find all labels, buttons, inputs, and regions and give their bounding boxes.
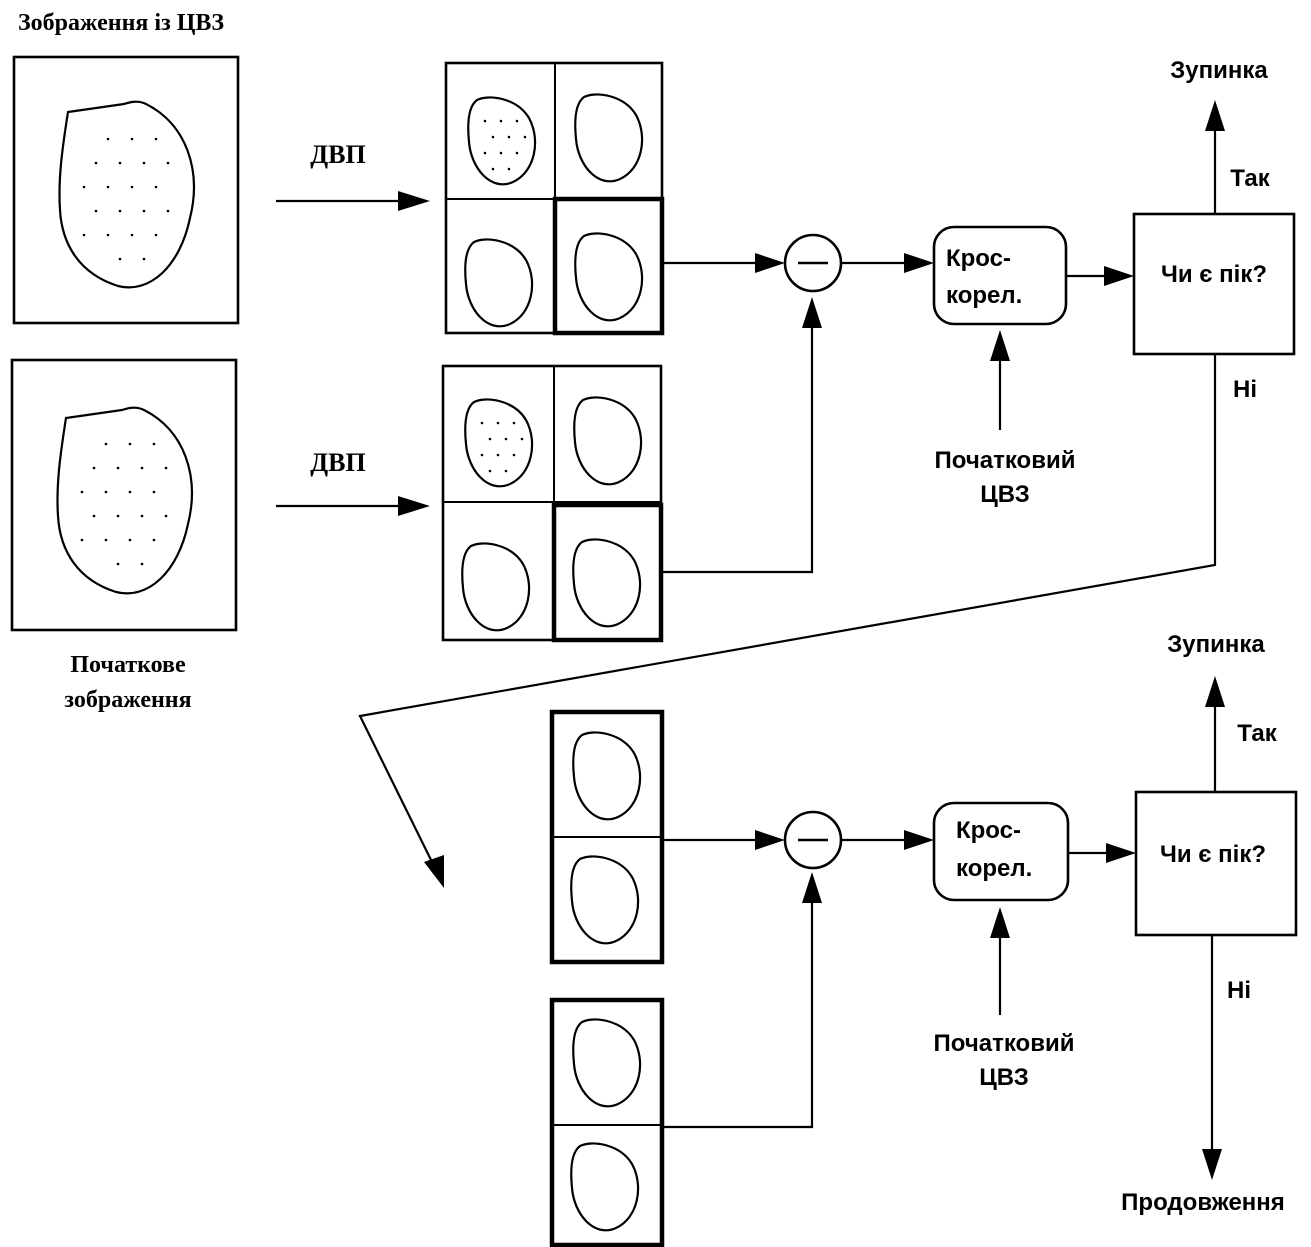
- dwt-label-bottom: ДВП: [310, 448, 365, 477]
- connector-subtractor-to-xcorr-top: [841, 253, 934, 273]
- cross-correlation-label-bottom-line2: корел.: [956, 855, 1032, 882]
- original-image-panel: [10, 358, 238, 632]
- watermark-dots: [480, 421, 524, 473]
- no-label-bottom: Ні: [1227, 977, 1251, 1004]
- connector-bottom-grid-to-subtractor: [661, 297, 822, 574]
- subtractor-bottom: [783, 810, 843, 870]
- subband-grid-top: [444, 61, 665, 336]
- decision-box-top: Чи є пік?: [1132, 212, 1296, 356]
- original-image-caption-line2: зображення: [64, 687, 191, 713]
- connector-top-grid-to-subtractor: [662, 253, 785, 273]
- connector-decision-to-continue: [1202, 935, 1222, 1180]
- original-image-caption-line1: Початкове: [70, 652, 186, 678]
- initial-watermark-label-bottom-line1: Початковий: [934, 1030, 1075, 1057]
- loop-connector: [358, 354, 1217, 888]
- decision-label-top: Чи є пік?: [1161, 261, 1267, 288]
- subband-stack-upper: [549, 709, 665, 965]
- decision-label-bottom: Чи є пік?: [1160, 841, 1266, 868]
- connector-xcorr-to-decision-bottom: [1068, 843, 1136, 863]
- decision-box-bottom: Чи є пік?: [1134, 790, 1298, 937]
- subband-stack-lower: [549, 997, 665, 1247]
- initial-watermark-label-bottom-line2: ЦВЗ: [979, 1064, 1029, 1091]
- cross-correlation-box-top: Крос- корел.: [932, 225, 1068, 326]
- dwt-arrow-bottom: [276, 496, 430, 516]
- connector-initial-watermark-to-xcorr-bottom: [990, 907, 1010, 1015]
- dwt-arrow-top: [276, 191, 430, 211]
- yes-label-bottom: Так: [1237, 720, 1277, 747]
- dwt-label-top: ДВП: [310, 140, 365, 169]
- watermarked-image-title: Зображення із ЦВЗ: [18, 10, 224, 36]
- cross-correlation-label-top-line1: Крос-: [946, 245, 1011, 272]
- watermark-dots: [82, 137, 170, 261]
- yes-label-top: Так: [1230, 165, 1270, 192]
- subband-grid-bottom: [441, 364, 664, 643]
- stop-label-bottom: Зупинка: [1167, 631, 1265, 658]
- watermark-dots: [80, 442, 168, 566]
- cross-correlation-label-top-line2: корел.: [946, 282, 1022, 309]
- continue-label: Продовження: [1121, 1189, 1285, 1216]
- connector-decision-to-stop-bottom: [1205, 676, 1225, 792]
- initial-watermark-label-top-line2: ЦВЗ: [980, 481, 1030, 508]
- initial-watermark-label-top-line1: Початковий: [935, 447, 1076, 474]
- stop-label-top: Зупинка: [1170, 57, 1268, 84]
- connector-initial-watermark-to-xcorr-top: [990, 330, 1010, 430]
- no-label-top: Ні: [1233, 376, 1257, 403]
- connector-decision-to-stop-top: [1205, 100, 1225, 214]
- connector-xcorr-to-decision-top: [1066, 266, 1134, 286]
- subtractor-top: [783, 233, 843, 293]
- connector-upper-stack-to-subtractor: [662, 830, 785, 850]
- connector-subtractor-to-xcorr-bottom: [841, 830, 934, 850]
- connector-lower-stack-to-subtractor: [662, 872, 822, 1129]
- cross-correlation-box-bottom: Крос- корел.: [932, 801, 1070, 902]
- watermark-dots: [483, 119, 527, 171]
- cross-correlation-label-bottom-line1: Крос-: [956, 817, 1021, 844]
- watermarked-image-panel: [12, 55, 240, 325]
